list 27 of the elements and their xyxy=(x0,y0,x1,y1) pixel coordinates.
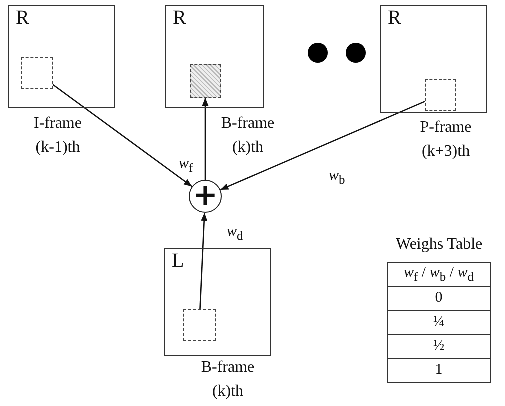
table-cell: 0 xyxy=(388,286,490,310)
arrow xyxy=(52,84,193,188)
arrow xyxy=(220,101,426,191)
frame-letter: R xyxy=(173,7,186,29)
frame-box xyxy=(380,5,487,113)
frame-box xyxy=(164,248,271,356)
dashed-block xyxy=(190,64,221,98)
dashed-block xyxy=(183,309,216,341)
frame-caption: B-frame (k)th xyxy=(200,358,256,402)
header-cell: w$_{f}$ / w$_{b}$ / w$_{d}$ xyxy=(388,262,490,286)
frame-letter: L xyxy=(172,250,184,272)
arrow xyxy=(202,98,209,180)
frame-box xyxy=(165,5,264,108)
frame-box xyxy=(8,5,115,108)
plus-sign: + xyxy=(192,180,218,210)
frame-caption: I-frame (k-1)th xyxy=(33,114,83,158)
frame-letter: R xyxy=(388,7,402,29)
frame-letter: R xyxy=(16,7,30,29)
frame-caption: B-frame (k)th xyxy=(220,114,276,158)
table-title: Weighs Table xyxy=(396,236,483,254)
table-cell: ¼ xyxy=(388,310,490,334)
frame-caption: P-frame (k+3)th xyxy=(419,118,473,162)
table-cell: 1 xyxy=(388,358,490,382)
dashed-block xyxy=(425,79,456,111)
table-cell: ½ xyxy=(388,334,490,358)
arrow xyxy=(200,212,208,310)
dashed-block xyxy=(21,57,53,89)
